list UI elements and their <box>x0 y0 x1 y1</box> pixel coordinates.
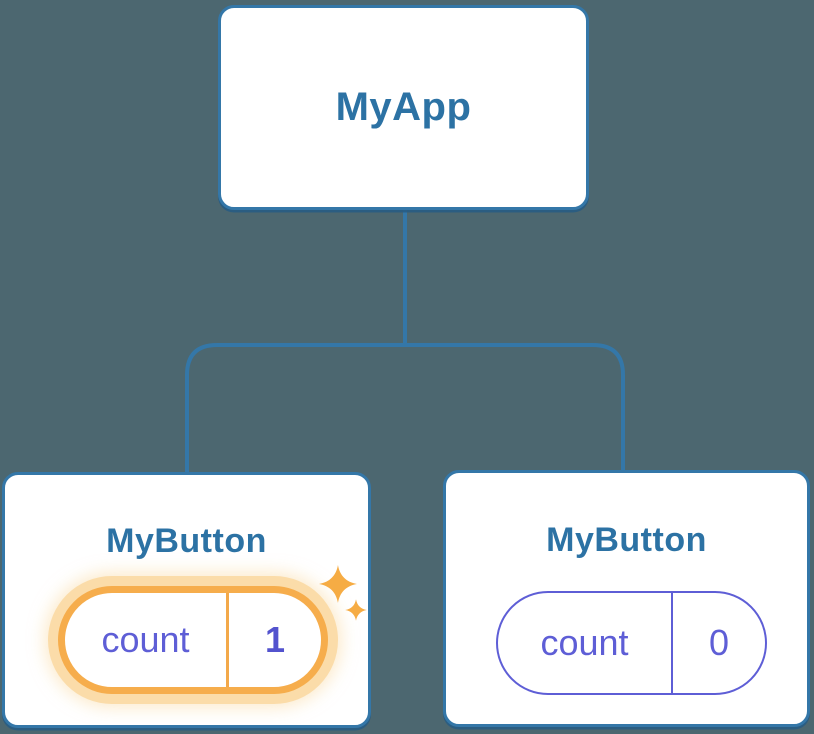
node-myapp: MyApp <box>218 5 589 210</box>
node-mybutton-1: MyButton count 1 <box>2 472 371 728</box>
node-mybutton-1-label: MyButton <box>106 522 267 560</box>
state-pill-count-1: count 1 <box>58 586 328 694</box>
state-value-label: 0 <box>708 622 730 663</box>
node-mybutton-2: MyButton count 0 <box>443 470 810 727</box>
node-mybutton-2-label: MyButton <box>546 521 707 559</box>
state-key-label: count <box>540 622 629 663</box>
node-myapp-label: MyApp <box>335 85 472 129</box>
state-pill-count-0: count 0 <box>496 591 767 695</box>
state-value-label: 1 <box>264 619 286 660</box>
pill-divider <box>226 593 229 687</box>
pill-divider <box>671 593 673 693</box>
state-key-label: count <box>101 619 190 660</box>
connector-branch <box>185 343 625 472</box>
